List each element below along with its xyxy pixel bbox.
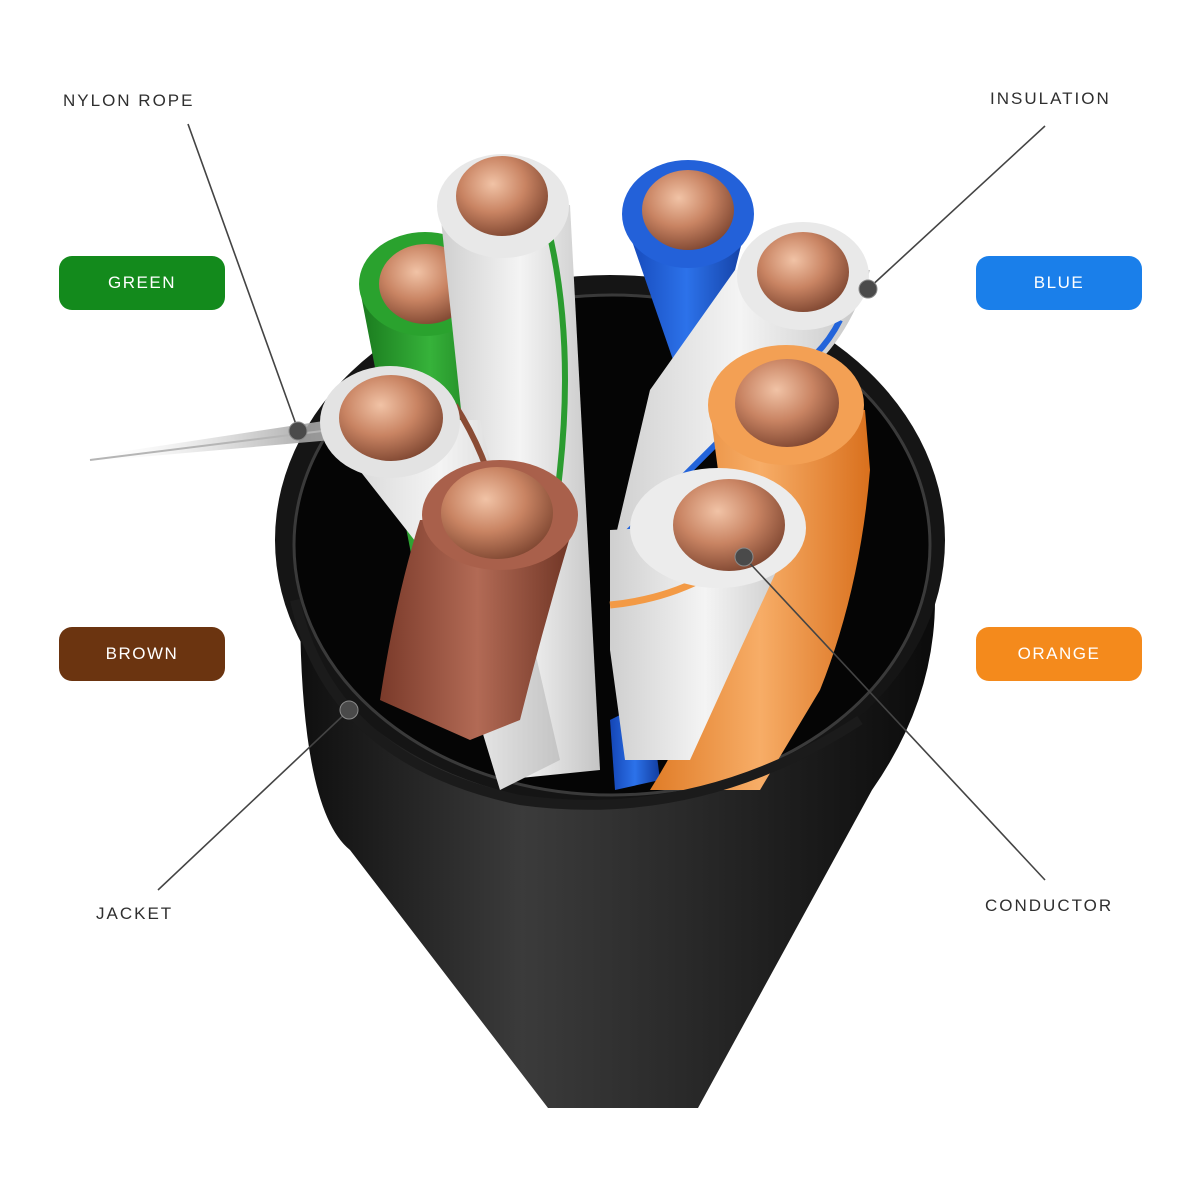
wire-brown xyxy=(380,460,578,740)
orange-pill: ORANGE xyxy=(976,627,1142,681)
leader-dots xyxy=(288,279,878,720)
leader-insulation xyxy=(867,125,1046,290)
jacket-label: JACKET xyxy=(96,904,174,923)
leader-jacket xyxy=(157,709,350,891)
green-pill: GREEN xyxy=(59,256,225,310)
blue-pill: BLUE xyxy=(976,256,1142,310)
insulation-label: INSULATION xyxy=(990,89,1111,108)
brown-pill: BROWN xyxy=(59,627,225,681)
leader-nylon-rope xyxy=(187,123,299,431)
jacket-front-rim xyxy=(290,598,863,810)
wire-white-orange xyxy=(609,468,806,760)
dot-nylon-rope xyxy=(288,421,308,441)
leader-lines xyxy=(157,123,1046,891)
dot-conductor xyxy=(734,547,754,567)
dot-jacket xyxy=(339,700,359,720)
nylon-rope-label: NYLON ROPE xyxy=(63,91,195,110)
conductor-label: CONDUCTOR xyxy=(985,896,1114,915)
dot-insulation xyxy=(858,279,878,299)
leader-conductor xyxy=(743,556,1046,881)
